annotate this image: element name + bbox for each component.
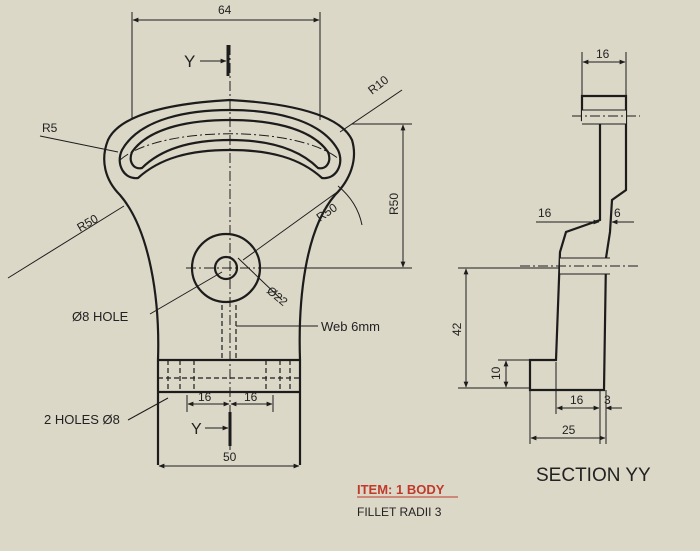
label-r50-left: R50 — [75, 211, 101, 234]
leader-2holes — [127, 397, 169, 421]
dim-b25-text: 25 — [562, 423, 576, 437]
label-d8-hole: Ø8 HOLE — [72, 309, 129, 324]
body-outline — [103, 98, 356, 465]
dim-mid16-text: 16 — [538, 206, 552, 220]
leader-d8-hole — [149, 271, 223, 315]
label-r50-right: R50 — [314, 200, 340, 224]
dim-mid6-text: 6 — [614, 206, 621, 220]
curved-slot — [118, 108, 342, 180]
dim-sec16-text: 16 — [596, 47, 610, 61]
dim-b16-text: 16 — [570, 393, 584, 407]
dim-64-text: 64 — [218, 3, 232, 17]
section-profile — [528, 94, 628, 392]
leader-d22 — [237, 257, 283, 301]
fillet-note: FILLET RADII 3 — [357, 505, 442, 519]
item-title: ITEM: 1 BODY — [357, 482, 445, 497]
label-r5: R5 — [42, 121, 58, 135]
label-d22: Ø22 — [264, 284, 291, 310]
front-view: Y Y 64 R10 R5 R50 R50 R50 Ø22 Ø8 HO — [7, 3, 412, 469]
leader-r5 — [39, 135, 119, 153]
section-marker-top: Y — [184, 52, 195, 71]
hole-gap — [560, 258, 610, 274]
dim-50-text: 50 — [223, 450, 237, 464]
section-view: 16 16 6 42 10 16 3 25 SECTION YY — [450, 47, 651, 486]
label-r10: R10 — [365, 73, 391, 98]
label-2holes: 2 HOLES Ø8 — [44, 412, 120, 427]
dim-16-left-text: 16 — [198, 390, 212, 404]
slot-centerline — [119, 133, 341, 161]
dim-42-text: 42 — [450, 322, 464, 336]
section-marker-bottom: Y — [191, 421, 202, 438]
label-web: Web 6mm — [321, 319, 380, 334]
leader-r50-right — [242, 189, 341, 261]
leader-r10 — [339, 89, 403, 133]
section-title: SECTION YY — [536, 465, 651, 486]
leader-r50-left — [7, 205, 125, 279]
title-block: ITEM: 1 BODY FILLET RADII 3 — [357, 482, 458, 519]
dim-r50v-text: R50 — [387, 193, 401, 215]
slot-inner — [129, 118, 331, 170]
arc-r50-right — [337, 185, 363, 226]
dim-16-right-text: 16 — [244, 390, 258, 404]
dim-b3-text: 3 — [604, 393, 611, 407]
dim-10-text: 10 — [489, 366, 503, 380]
slot-gap — [582, 110, 626, 124]
